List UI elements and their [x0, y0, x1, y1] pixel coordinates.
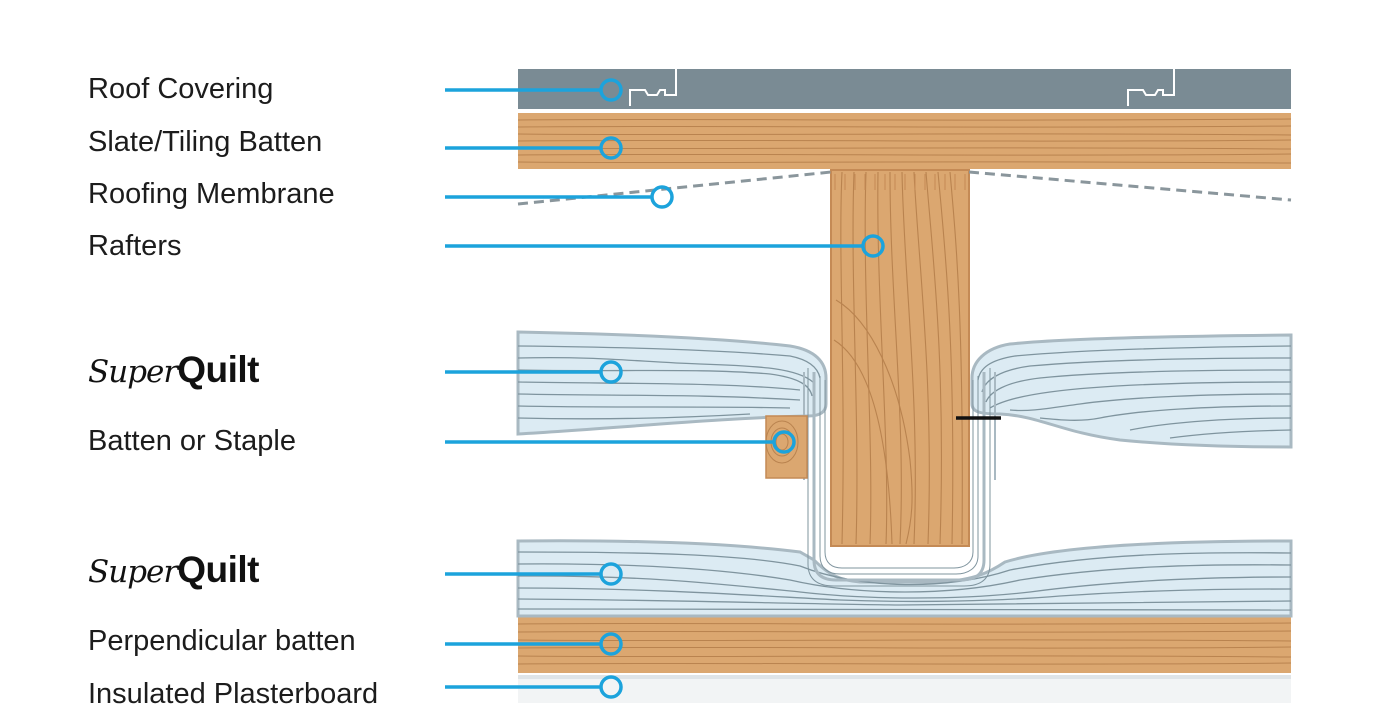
label-tiling-batten: Slate/Tiling Batten	[88, 126, 323, 158]
small-batten	[765, 415, 808, 479]
marker-roof-covering	[599, 78, 623, 102]
marker-batten-or-staple	[772, 430, 796, 454]
insulated-plasterboard	[518, 675, 1291, 703]
marker-perpendicular-batten	[599, 632, 623, 656]
marker-insulated-plasterboard	[599, 675, 623, 699]
label-perpendicular-batten: Perpendicular batten	[88, 625, 356, 657]
foil-wrap	[803, 368, 996, 587]
superquilt-logo-super: Super	[88, 354, 178, 390]
superquilt-logo-quilt: Quilt	[177, 349, 259, 390]
label-roof-covering: Roof Covering	[88, 73, 274, 105]
leader-lines	[445, 78, 885, 699]
perpendicular-batten	[517, 616, 1292, 673]
rafter	[830, 169, 970, 547]
superquilt-logo-super: Super	[88, 554, 178, 590]
label-rafters: Rafters	[88, 230, 182, 262]
tiling-batten	[517, 113, 1292, 169]
label-insulated-plasterboard: Insulated Plasterboard	[88, 678, 379, 710]
superquilt-lower	[516, 539, 1293, 618]
superquilt-upper-right	[970, 333, 1293, 449]
label-batten-or-staple: Batten or Staple	[88, 425, 296, 457]
superquilt-logo-quilt: Quilt	[177, 549, 259, 590]
marker-rafters	[861, 234, 885, 258]
marker-tiling-batten	[599, 136, 623, 160]
superquilt-logo-upper: SuperQuilt	[88, 351, 259, 388]
marker-roofing-membrane	[650, 185, 674, 209]
roof-covering	[518, 69, 1291, 109]
marker-superquilt-lower	[599, 562, 623, 586]
superquilt-logo-lower: SuperQuilt	[88, 551, 259, 588]
label-roofing-membrane: Roofing Membrane	[88, 178, 335, 210]
marker-superquilt-upper	[599, 360, 623, 384]
